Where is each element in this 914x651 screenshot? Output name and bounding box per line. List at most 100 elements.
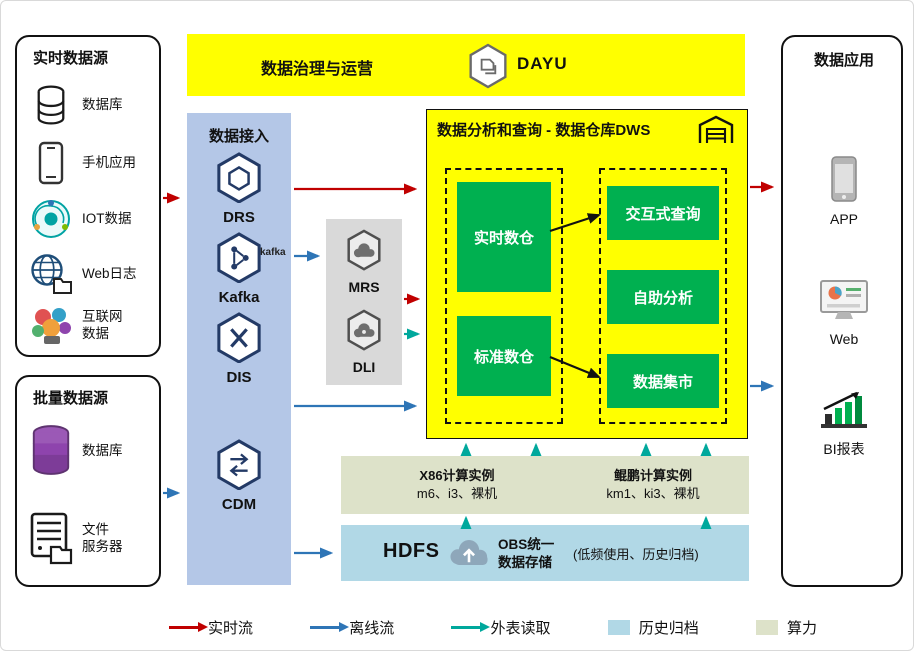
hdfs-label: HDFS [383,540,440,562]
service-label: DRS [223,209,255,226]
panel-title: 数据接入 [208,128,269,145]
legend-item-offline: 离线流 [310,617,394,638]
batch-sources-panel: 批量数据源 数据库 文件 服务器 [15,375,161,587]
dws-title: 数据分析和查询 - 数据仓库DWS [437,122,651,139]
service-item-kafka: kafka Kafka [187,231,291,306]
analytics-services-panel: MRS DLI [326,219,402,385]
list-item: 互联网 数据 [27,300,153,352]
web-monitor-icon [819,280,869,327]
cdm-icon [216,439,262,494]
item-label: 数据库 [82,96,123,112]
service-item-dli: DLI [326,309,402,375]
offline-flow-arrow-icon [310,621,350,632]
app-item-bi: BI报表 [783,387,905,459]
external-read-arrow-icon [451,621,491,632]
internet-data-icon [27,305,75,347]
item-label: 文件 服务器 [82,522,123,554]
iot-icon [27,198,75,240]
kafka-wordmark: kafka [260,247,286,258]
interactive-query-block: 交互式查询 [607,186,719,240]
obs-note: (低频使用、历史归档) [573,547,699,562]
compute-swatch-icon [755,619,778,635]
app-phone-icon [829,156,859,207]
legend-label: 实时流 [208,619,254,637]
panel-title: 实时数据源 [33,50,109,67]
warehouse-group [445,168,563,424]
service-item-dis: DIS [187,311,291,386]
bi-chart-icon [819,391,869,435]
storage-bar: HDFS OBS统一 数据存储 (低频使用、历史归档) [341,525,749,581]
dayu-logo-text: DAYU [517,54,568,73]
x86-compute: X86计算实例 m6、i3、裸机 [367,467,547,502]
app-item-web: Web [783,279,905,347]
item-label: 手机应用 [82,154,136,170]
query-group [599,168,727,424]
legend-label: 历史归档 [638,619,699,637]
service-item-mrs: MRS [326,229,402,295]
compute-spec: m6、i3、裸机 [416,485,498,501]
realtime-warehouse-block: 实时数仓 [457,182,551,292]
obs-cloud-icon [444,536,494,575]
governance-title: 数据治理与运营 [261,61,374,78]
list-item: IOT数据 [27,193,153,245]
app-label: APP [829,211,858,227]
compute-title: X86计算实例 [419,468,495,483]
list-item: 数据库 [27,419,153,483]
realtime-sources-panel: 实时数据源 数据库 手机应用 IOT数据 Web日志 [15,35,161,357]
app-label: BI报表 [823,441,865,457]
list-item: Web日志 [27,248,153,300]
database-icon [27,83,75,127]
archive-swatch-icon [607,619,630,635]
dli-icon [344,309,384,357]
app-label: Web [829,331,859,347]
service-label: DIS [226,369,252,386]
service-item-cdm: CDM [187,438,291,513]
service-label: Kafka [218,289,260,306]
data-mart-block: 数据集市 [607,354,719,408]
mrs-icon [344,229,384,277]
kunpeng-compute: 鲲鹏计算实例 km1、ki3、裸机 [563,467,743,502]
service-item-drs: DRS [187,151,291,226]
item-label: IOT数据 [82,210,132,226]
legend-item-realtime: 实时流 [169,617,253,638]
item-label: 互联网 数据 [82,309,123,341]
realtime-flow-arrow-icon [169,621,208,632]
legend-label: 算力 [786,619,817,637]
list-item: 文件 服务器 [27,505,153,573]
database-icon [27,423,75,479]
item-label: Web日志 [82,265,137,281]
self-service-analysis-block: 自助分析 [607,270,719,324]
list-item: 数据库 [27,79,153,131]
standard-warehouse-block: 标准数仓 [457,316,551,396]
legend-label: 离线流 [349,619,395,637]
app-item-app: APP [783,155,905,227]
compute-bar: X86计算实例 m6、i3、裸机 鲲鹏计算实例 km1、ki3、裸机 [341,456,749,514]
legend-item-compute: 算力 [755,617,817,638]
service-label: MRS [348,279,380,295]
compute-spec: km1、ki3、裸机 [606,485,700,501]
service-label: DLI [352,359,376,375]
legend: 实时流 离线流 外表读取 历史归档 算力 [169,612,817,642]
legend-item-external-read: 外表读取 [451,617,550,638]
kafka-icon [216,232,262,287]
panel-title: 批量数据源 [33,390,109,407]
service-label: CDM [221,496,257,513]
item-label: 数据库 [82,442,123,458]
file-server-icon [27,512,75,566]
legend-item-archive: 历史归档 [607,617,699,638]
panel-title: 数据应用 [813,52,874,69]
warehouse-icon [697,115,735,150]
dayu-icon [467,43,509,94]
web-log-icon [27,253,75,295]
drs-icon [216,152,262,207]
dws-panel: 数据分析和查询 - 数据仓库DWS 实时数仓 标准数仓 交互式查询 自助分析 数… [426,109,748,439]
mobile-phone-icon [27,141,75,185]
legend-label: 外表读取 [490,619,551,637]
ingestion-panel: 数据接入 DRS kafka Kafka DIS CDM [187,113,291,585]
list-item: 手机应用 [27,137,153,189]
governance-bar: 数据治理与运营 DAYU [187,34,745,96]
applications-panel: 数据应用 APP Web BI报表 [781,35,903,587]
dis-icon [216,312,262,367]
obs-label: OBS统一 数据存储 [498,537,555,570]
